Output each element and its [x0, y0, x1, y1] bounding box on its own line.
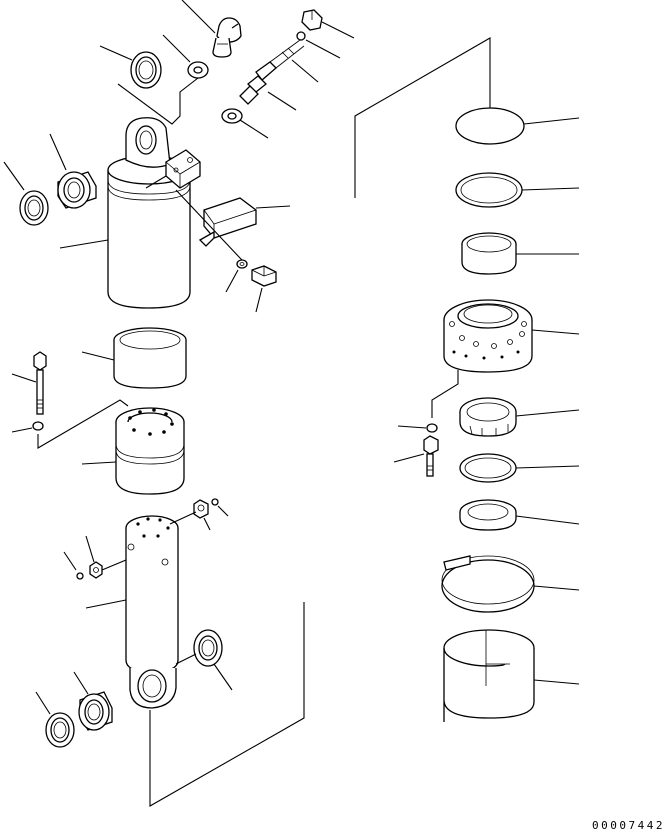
part-washer-valve	[221, 108, 243, 124]
leader-nut-rod	[203, 517, 211, 531]
part-backup-ring-2	[459, 453, 517, 483]
drawing-number: 00007442	[592, 819, 665, 832]
leader-nipple-left	[85, 535, 95, 563]
leader-backup-ring	[521, 187, 580, 191]
leader-bushing-upper	[49, 133, 67, 171]
part-band-clamp	[441, 555, 535, 613]
leader-bolt-right	[393, 453, 425, 463]
leader-ball-left	[63, 551, 77, 571]
part-o-ring	[455, 107, 525, 145]
part-piston-rod	[125, 515, 179, 709]
leader-dust-seal-left	[3, 161, 25, 191]
leader-nipple-bracket	[101, 559, 127, 571]
leader-cover	[533, 679, 580, 685]
part-bushing-upper	[57, 171, 97, 209]
leader-guard-plate	[255, 205, 291, 209]
part-cover	[443, 629, 535, 722]
leader-wiper-ring	[515, 515, 580, 525]
part-dust-seal-upper	[130, 51, 162, 89]
part-bushing-right	[461, 232, 517, 275]
part-dust-seal-rod	[193, 629, 223, 667]
leader-connector-upper	[354, 37, 491, 198]
leader-ball	[305, 39, 341, 59]
part-bushing-lower	[78, 691, 113, 731]
leader-dust-seal-upper	[99, 45, 133, 61]
leader-connector-lower	[149, 602, 305, 807]
part-nut-rod	[193, 499, 209, 519]
leader-bracket-tube	[145, 175, 167, 189]
part-bushing-ring	[113, 327, 187, 389]
leader-band-clamp	[533, 585, 580, 591]
part-dust-seal-lower	[45, 712, 75, 748]
part-washer-left	[32, 421, 44, 431]
part-bolt-right	[423, 435, 439, 477]
leader-o-ring	[523, 117, 580, 125]
leader-washer-right	[397, 425, 427, 429]
part-backup-ring	[455, 172, 523, 208]
leader-piston-group	[37, 399, 129, 449]
part-dust-seal-left	[19, 190, 49, 226]
part-nipple-left	[89, 561, 103, 579]
part-washer-small	[187, 61, 209, 79]
part-ball-left	[76, 572, 84, 580]
part-plug-hex	[301, 9, 323, 31]
leader-bushing-ring	[81, 351, 115, 361]
leader-piston-rod	[85, 599, 127, 609]
part-grease-fitting	[212, 17, 242, 58]
part-guard-washer	[236, 259, 248, 269]
leader-bushing-lower	[73, 671, 89, 695]
part-wiper-ring	[459, 499, 517, 531]
leader-backup-ring-2	[515, 465, 580, 469]
leader-valve-stem	[291, 59, 319, 83]
part-ball-rod	[211, 498, 219, 506]
leader-long-bolt	[11, 373, 37, 383]
leader-dust-seal-rod	[213, 663, 233, 691]
part-threaded-valve	[239, 39, 305, 105]
part-rod-packing	[459, 397, 517, 437]
leader-cylinder-head	[531, 329, 580, 335]
leader-washer-left	[11, 427, 33, 433]
leader-guard-washer	[225, 269, 239, 293]
leader-guard-bolt	[255, 287, 263, 313]
part-cylinder-tube	[107, 117, 201, 309]
leader-cylinder-tube	[59, 239, 109, 249]
part-long-bolt	[33, 351, 47, 415]
leader-nut-bracket	[169, 511, 197, 525]
part-piston-head	[115, 407, 185, 495]
leader-ball-rod	[217, 505, 229, 517]
leader-piston-head	[81, 461, 117, 465]
leader-seal-rod-bracket	[175, 653, 197, 665]
part-washer-right	[426, 423, 438, 433]
leader-grease-fitting	[181, 0, 216, 34]
leader-threaded-valve	[267, 91, 297, 111]
leader-seal-group	[117, 77, 199, 125]
leader-plug-hex	[321, 21, 355, 39]
leader-washer-valve	[239, 119, 269, 139]
leader-dust-seal-lower	[35, 691, 51, 715]
part-ball	[296, 31, 306, 41]
part-cylinder-head	[443, 299, 533, 373]
leader-washer-small	[162, 34, 191, 63]
part-guard-bolt	[251, 265, 277, 287]
leader-rod-packing	[515, 409, 580, 417]
leader-head-bracket	[431, 370, 459, 418]
part-guard-plate	[198, 197, 257, 247]
